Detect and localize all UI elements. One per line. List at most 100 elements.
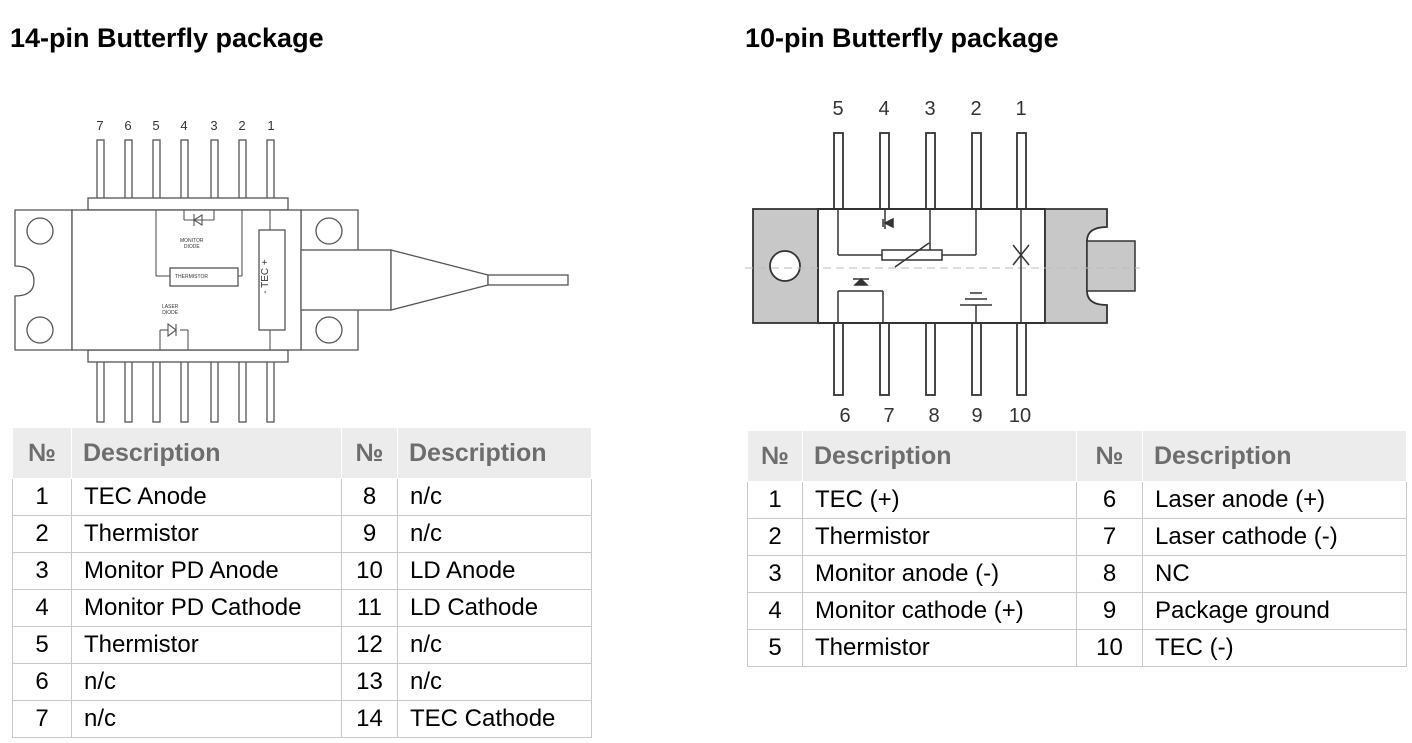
table-cell: 3 <box>747 555 803 593</box>
table-row: 3 Monitor PD Anode 10 LD Anode <box>12 552 592 590</box>
table-cell: n/c <box>71 700 342 738</box>
table-cell: Monitor anode (-) <box>802 555 1077 593</box>
table-row: 4 Monitor PD Cathode 11 LD Cathode <box>12 589 592 627</box>
table-cell: 6 <box>1076 481 1143 519</box>
table-cell: 12 <box>341 626 398 664</box>
package-14-title: 14-pin Butterfly package <box>10 23 324 53</box>
pin-label: 3 <box>210 118 218 133</box>
pin-label: 4 <box>878 98 890 120</box>
table-row: 7 n/c 14 TEC Cathode <box>12 700 592 738</box>
table-cell: TEC (+) <box>802 481 1077 519</box>
table-cell: 10 <box>1076 629 1143 667</box>
table-cell: Thermistor <box>802 629 1077 667</box>
pin-label: 2 <box>238 118 246 133</box>
package-14-pin-table: № Description № Description 1 TEC Anode … <box>12 427 592 738</box>
column-header: Description <box>71 427 342 479</box>
table-row: 2 Thermistor 7 Laser cathode (-) <box>747 518 1407 556</box>
table-row: 5 Thermistor 10 TEC (-) <box>747 629 1407 667</box>
pin-label: 7 <box>96 118 104 133</box>
column-header: Description <box>397 427 592 479</box>
pin-label: 6 <box>124 118 132 133</box>
table-cell: n/c <box>397 478 592 516</box>
table-cell: 13 <box>341 663 398 701</box>
table-cell: 2 <box>12 515 72 553</box>
table-cell: 5 <box>12 626 72 664</box>
table-cell: 7 <box>1076 518 1143 556</box>
table-row: 5 Thermistor 12 n/c <box>12 626 592 664</box>
package-10-bottom-pin-labels: 6 7 8 9 10 <box>745 95 1145 430</box>
table-cell: Monitor PD Cathode <box>71 589 342 627</box>
column-header: Description <box>1142 430 1407 482</box>
butterfly-10-diagram: 5 4 3 2 1 6 7 8 9 10 <box>745 95 1145 430</box>
table-cell: 3 <box>12 552 72 590</box>
table-cell: 10 <box>341 552 398 590</box>
table-cell: Monitor cathode (+) <box>802 592 1077 630</box>
table-cell: Thermistor <box>71 515 342 553</box>
column-header: № <box>341 427 398 479</box>
table-cell: 1 <box>12 478 72 516</box>
pin-label: 1 <box>267 118 275 133</box>
table-cell: LD Cathode <box>397 589 592 627</box>
table-cell: n/c <box>71 663 342 701</box>
butterfly-14-drawing <box>14 139 569 423</box>
column-header: № <box>1076 430 1143 482</box>
table-row: 1 TEC (+) 6 Laser anode (+) <box>747 481 1407 519</box>
table-row: 4 Monitor cathode (+) 9 Package ground <box>747 592 1407 630</box>
table-cell: TEC Anode <box>71 478 342 516</box>
column-header: № <box>747 430 803 482</box>
pin-label: 10 <box>1008 405 1032 427</box>
table-cell: 14 <box>341 700 398 738</box>
table-cell: Thermistor <box>71 626 342 664</box>
table-cell: Thermistor <box>802 518 1077 556</box>
table-row: 1 TEC Anode 8 n/c <box>12 478 592 516</box>
table-header-row: № Description № Description <box>12 427 592 479</box>
pin-label: 3 <box>924 98 936 120</box>
table-cell: Laser anode (+) <box>1142 481 1407 519</box>
table-row: 3 Monitor anode (-) 8 NC <box>747 555 1407 593</box>
table-cell: 2 <box>747 518 803 556</box>
table-cell: NC <box>1142 555 1407 593</box>
table-cell: 4 <box>747 592 803 630</box>
table-cell: 7 <box>12 700 72 738</box>
table-cell: n/c <box>397 626 592 664</box>
pin-label: 1 <box>1015 98 1027 120</box>
table-cell: 9 <box>1076 592 1143 630</box>
pin-label: 2 <box>970 98 982 120</box>
table-cell: 1 <box>747 481 803 519</box>
pin-label: 8 <box>928 405 940 427</box>
table-cell: 8 <box>1076 555 1143 593</box>
package-14-top-pin-labels: 7 6 5 4 3 2 1 <box>10 108 590 426</box>
pin-label: 7 <box>883 405 895 427</box>
pin-label: 9 <box>971 405 983 427</box>
thermistor-label: THERMISTOR <box>175 274 208 280</box>
butterfly-10-drawing <box>745 132 1140 396</box>
table-cell: LD Anode <box>397 552 592 590</box>
laser-diode-label: LASER DIODE <box>162 304 179 316</box>
table-cell: Package ground <box>1142 592 1407 630</box>
table-row: 2 Thermistor 9 n/c <box>12 515 592 553</box>
table-row: 6 n/c 13 n/c <box>12 663 592 701</box>
table-header-row: № Description № Description <box>747 430 1407 482</box>
table-cell: 6 <box>12 663 72 701</box>
table-cell: 11 <box>341 589 398 627</box>
table-cell: Monitor PD Anode <box>71 552 342 590</box>
column-header: № <box>12 427 72 479</box>
pin-label: 5 <box>832 98 844 120</box>
table-cell: 4 <box>12 589 72 627</box>
package-10-top-pin-labels: 5 4 3 2 1 <box>745 95 1145 430</box>
table-cell: Laser cathode (-) <box>1142 518 1407 556</box>
pin-label: 5 <box>152 118 160 133</box>
butterfly-14-diagram: 7 6 5 4 3 2 1 MONITOR DIODE THERMISTOR L… <box>10 108 590 426</box>
pin-label: 6 <box>839 405 851 427</box>
pin-label: 4 <box>180 118 188 133</box>
monitor-diode-label: MONITOR DIODE <box>180 238 204 250</box>
table-cell: TEC (-) <box>1142 629 1407 667</box>
table-cell: 8 <box>341 478 398 516</box>
package-10-title: 10-pin Butterfly package <box>745 23 1059 53</box>
table-cell: 5 <box>747 629 803 667</box>
column-header: Description <box>802 430 1077 482</box>
table-cell: n/c <box>397 515 592 553</box>
table-cell: TEC Cathode <box>397 700 592 738</box>
table-cell: 9 <box>341 515 398 553</box>
table-cell: n/c <box>397 663 592 701</box>
